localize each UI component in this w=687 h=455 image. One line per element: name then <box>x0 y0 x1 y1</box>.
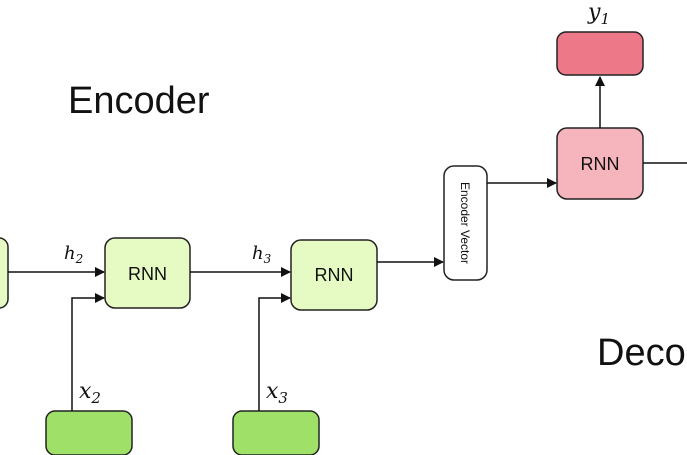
rnn-node-2 <box>104 237 191 309</box>
input-node-x2 <box>45 410 133 455</box>
input-node-x3 <box>232 410 320 455</box>
rnn-node-2-label: RNN <box>128 264 167 284</box>
output-node-y1 <box>556 31 644 76</box>
rnn-node-3-label: RNN <box>315 265 354 285</box>
rnn-node-partial <box>0 237 9 309</box>
x2-label: x2 <box>79 379 101 407</box>
h2-label: h2 <box>64 243 83 266</box>
input-arrow-x3 <box>258 293 291 411</box>
rnn-node-3 <box>290 239 378 311</box>
decoder-rnn-label: RNN <box>581 154 620 174</box>
encoder-title: Encoder <box>68 80 210 122</box>
x3-label: x3 <box>266 379 288 407</box>
encoder-vector-label: Encoder Vector <box>458 182 472 264</box>
input-arrow-x2 <box>71 293 105 411</box>
encoder-vector-node <box>443 165 488 281</box>
decoder-title: Deco <box>597 332 686 374</box>
y1-label: y1 <box>587 0 610 28</box>
h3-label: h3 <box>252 243 272 266</box>
